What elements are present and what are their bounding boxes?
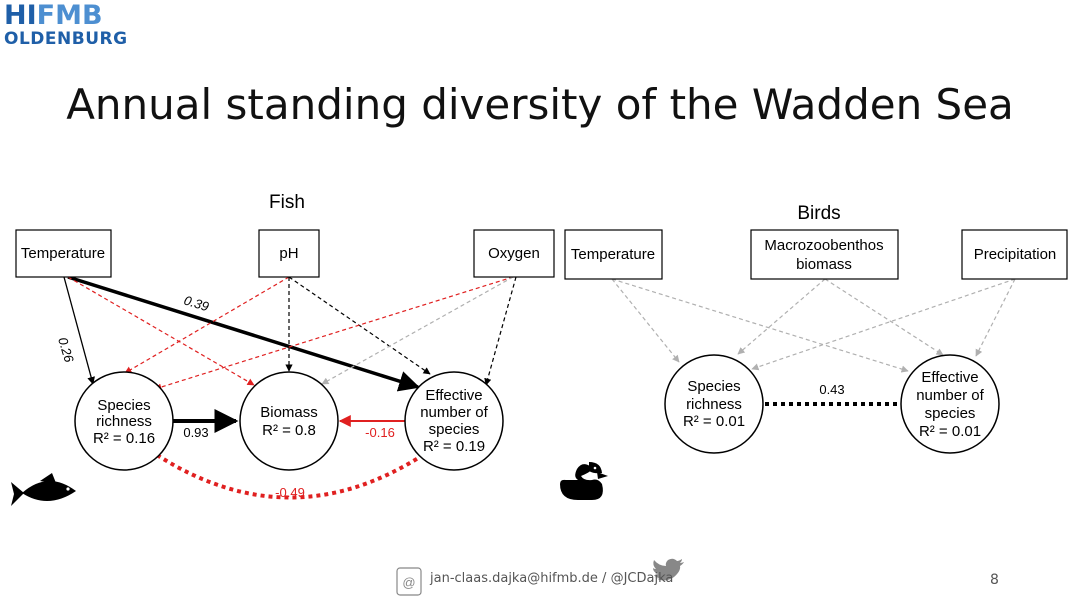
box-fish-ph (258, 229, 320, 278)
node-fish-biomass-l1: Biomass (260, 404, 318, 421)
birds-heading: Birds (797, 203, 840, 224)
fish-icon (11, 473, 76, 506)
node-fish-richness-r2: R² = 0.16 (93, 430, 155, 447)
node-fish-effective-l1: Effective (425, 387, 482, 404)
hifmb-logo: HIFMB OLDENBURG (4, 2, 128, 48)
fish-heading: Fish (269, 192, 305, 213)
box-fish-oxygen (473, 229, 555, 278)
box-birds-temperature-label: Temperature (571, 246, 655, 263)
arrow-temp-effective (67, 275, 421, 392)
coef-temp-effective: 0.39 (182, 293, 211, 315)
node-birds-effective-l3: species (925, 405, 976, 422)
node-fish-richness-l2: richness (96, 413, 152, 430)
box-fish-temperature (15, 229, 112, 278)
logo-text-hi: HI (4, 0, 37, 31)
arrow-temp-biomass (67, 276, 255, 386)
box-fish-oxygen-label: Oxygen (488, 245, 540, 262)
slide-title: Annual standing diversity of the Wadden … (66, 80, 1014, 129)
box-birds-macro-l2: biomass (796, 256, 852, 273)
box-fish-temperature-label: Temperature (21, 245, 105, 262)
arc-richness-effective (155, 453, 425, 500)
logo-text-fmb: FMB (36, 0, 103, 31)
node-fish-biomass (239, 371, 339, 471)
arrow-ph-richness (124, 276, 290, 374)
coef-effective-biomass: -0.16 (365, 425, 395, 440)
arrow-btemp-effective (611, 278, 909, 373)
box-birds-precipitation-label: Precipitation (974, 246, 1057, 263)
arrow-precip-richness (751, 278, 1016, 371)
coef-temp-richness: 0.26 (55, 335, 77, 364)
arrow-precip-effective (975, 278, 1016, 357)
logo-text-oldenburg: OLDENBURG (4, 29, 128, 49)
node-birds-effective-l2: number of (916, 387, 984, 404)
node-fish-effective-l3: species (429, 421, 480, 438)
node-birds-richness-l1: Species (687, 378, 740, 395)
node-birds-richness-l2: richness (686, 396, 742, 413)
node-fish-richness-l1: Species (97, 397, 150, 414)
node-birds-richness-r2: R² = 0.01 (683, 413, 745, 430)
arrow-oxygen-effective (484, 276, 517, 386)
page-number: 8 (990, 572, 999, 588)
node-birds-effective-l1: Effective (921, 369, 978, 386)
coef-richness-effective: -0.49 (275, 485, 305, 500)
box-birds-precipitation (961, 229, 1068, 280)
arrow-macro-richness (737, 278, 826, 355)
node-fish-effective (404, 371, 504, 471)
node-fish-richness (74, 371, 174, 471)
duck-icon (560, 462, 608, 500)
twitter-icon (653, 558, 684, 581)
arrow-macro-effective (824, 278, 944, 356)
box-birds-temperature (564, 229, 663, 280)
arrow-ph-effective (288, 276, 431, 375)
arrow-temp-richness (63, 276, 95, 385)
email-icon: @ (396, 567, 422, 596)
footer-contact: jan-claas.dajka@hifmb.de / @JCDajka (430, 571, 674, 586)
node-fish-effective-l2: number of (420, 404, 488, 421)
coef-richness-biomass: 0.93 (183, 425, 208, 440)
node-birds-effective (900, 354, 1000, 454)
node-fish-effective-r2: R² = 0.19 (423, 438, 485, 455)
box-fish-ph-label: pH (279, 245, 298, 262)
coef-birds-richness-effective: 0.43 (819, 382, 844, 397)
node-birds-richness (664, 354, 764, 454)
arrow-btemp-richness (611, 278, 680, 363)
svg-text:@: @ (402, 575, 415, 590)
box-birds-macro-l1: Macrozoobenthos (764, 237, 883, 254)
arrow-oxygen-biomass (321, 276, 514, 385)
node-birds-effective-r2: R² = 0.01 (919, 423, 981, 440)
box-birds-macro (750, 229, 899, 280)
node-fish-biomass-r2: R² = 0.8 (262, 422, 316, 439)
